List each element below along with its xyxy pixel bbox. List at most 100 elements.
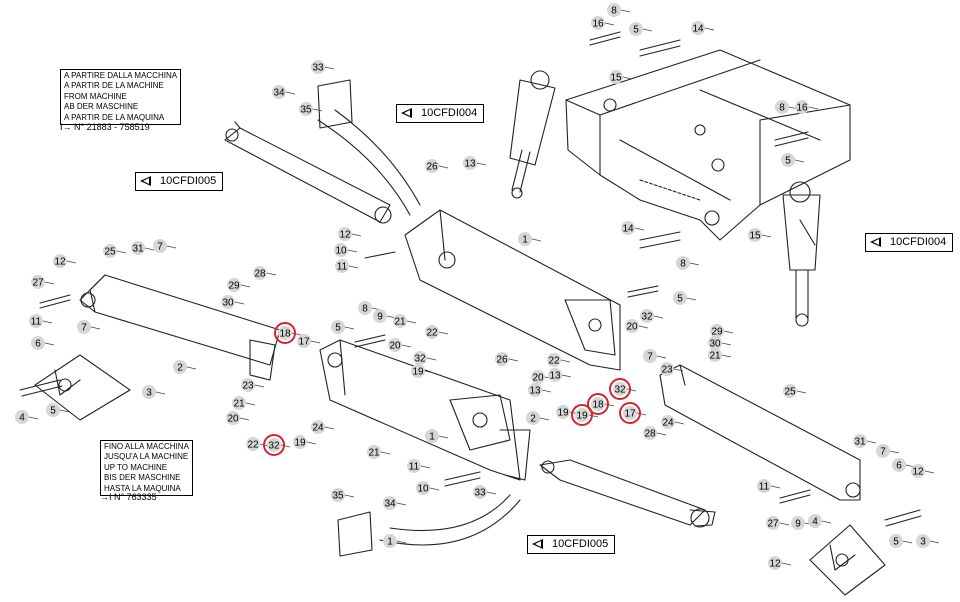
callout-4[interactable]: 4	[808, 514, 822, 528]
callout-1[interactable]: 1	[518, 232, 532, 246]
callout-32[interactable]: 32	[263, 434, 285, 456]
callout-2[interactable]: 2	[526, 411, 540, 425]
callout-21[interactable]: 21	[367, 445, 381, 459]
callout-8[interactable]: 8	[676, 256, 690, 270]
callout-32[interactable]: 32	[640, 309, 654, 323]
callout-5[interactable]: 5	[629, 22, 643, 36]
callout-12[interactable]: 12	[338, 227, 352, 241]
callout-3[interactable]: 3	[142, 385, 156, 399]
callout-32[interactable]: 32	[413, 351, 427, 365]
callout-2[interactable]: 2	[173, 360, 187, 374]
callout-22[interactable]: 22	[547, 353, 561, 367]
callout-11[interactable]: 11	[335, 259, 349, 273]
callout-23[interactable]: 23	[241, 378, 255, 392]
callout-22[interactable]: 22	[246, 437, 260, 451]
callout-25[interactable]: 25	[103, 244, 117, 258]
callout-20[interactable]: 20	[226, 411, 240, 425]
callout-22[interactable]: 22	[425, 325, 439, 339]
callout-number: 13	[549, 371, 561, 382]
callout-5[interactable]: 5	[673, 291, 687, 305]
callout-5[interactable]: 5	[331, 320, 345, 334]
callout-29[interactable]: 29	[710, 324, 724, 338]
callout-27[interactable]: 27	[766, 516, 780, 530]
callout-16[interactable]: 16	[591, 16, 605, 30]
callout-27[interactable]: 27	[31, 275, 45, 289]
callout-13[interactable]: 13	[528, 383, 542, 397]
callout-13[interactable]: 13	[548, 368, 562, 382]
callout-31[interactable]: 31	[853, 434, 867, 448]
callout-6[interactable]: 6	[31, 336, 45, 350]
callout-9[interactable]: 9	[373, 309, 387, 323]
callout-10[interactable]: 10	[416, 481, 430, 495]
ref-box-left[interactable]: 10CFDI005	[135, 172, 224, 191]
callout-14[interactable]: 14	[691, 21, 705, 35]
callout-18[interactable]: 18	[274, 322, 296, 344]
callout-5[interactable]: 5	[781, 153, 795, 167]
callout-25[interactable]: 25	[783, 384, 797, 398]
callout-10[interactable]: 10	[334, 243, 348, 257]
callout-28[interactable]: 28	[253, 266, 267, 280]
callout-24[interactable]: 24	[311, 420, 325, 434]
callout-11[interactable]: 11	[29, 314, 43, 328]
note-line: BIS DER MASCHINE	[104, 473, 181, 483]
callout-21[interactable]: 21	[393, 314, 407, 328]
ref-box-top[interactable]: 10CFDI004	[396, 104, 485, 123]
callout-14[interactable]: 14	[621, 221, 635, 235]
callout-12[interactable]: 12	[53, 254, 67, 268]
callout-9[interactable]: 9	[791, 516, 805, 530]
callout-20[interactable]: 20	[531, 370, 545, 384]
callout-32[interactable]: 32	[609, 378, 631, 400]
callout-8[interactable]: 8	[358, 301, 372, 315]
callout-30[interactable]: 30	[221, 295, 235, 309]
callout-21[interactable]: 21	[232, 396, 246, 410]
callout-6[interactable]: 6	[892, 458, 906, 472]
note-line: FINO ALLA MACCHINA	[104, 442, 189, 451]
callout-17[interactable]: 17	[297, 334, 311, 348]
callout-15[interactable]: 15	[748, 228, 762, 242]
callout-1[interactable]: 1	[425, 429, 439, 443]
ref-box-bottom[interactable]: 10CFDI005	[527, 535, 616, 554]
callout-34[interactable]: 34	[383, 496, 397, 510]
callout-20[interactable]: 20	[625, 319, 639, 333]
callout-24[interactable]: 24	[661, 415, 675, 429]
callout-30[interactable]: 30	[708, 336, 722, 350]
callout-35[interactable]: 35	[299, 102, 313, 116]
callout-5[interactable]: 5	[46, 403, 60, 417]
callout-31[interactable]: 31	[131, 241, 145, 255]
callout-33[interactable]: 33	[473, 485, 487, 499]
callout-29[interactable]: 29	[227, 278, 241, 292]
callout-12[interactable]: 12	[911, 464, 925, 478]
callout-7[interactable]: 7	[876, 444, 890, 458]
callout-13[interactable]: 13	[463, 156, 477, 170]
callout-35[interactable]: 35	[331, 488, 345, 502]
callout-11[interactable]: 11	[407, 459, 421, 473]
callout-33[interactable]: 33	[311, 60, 325, 74]
callout-23[interactable]: 23	[660, 362, 674, 376]
callout-17[interactable]: 17	[619, 402, 641, 424]
callout-20[interactable]: 20	[388, 338, 402, 352]
callout-8[interactable]: 8	[607, 3, 621, 17]
callout-11[interactable]: 11	[757, 479, 771, 493]
callout-26[interactable]: 26	[495, 352, 509, 366]
callout-18[interactable]: 18	[587, 393, 609, 415]
callout-4[interactable]: 4	[15, 410, 29, 424]
callout-12[interactable]: 12	[768, 556, 782, 570]
callout-28[interactable]: 28	[643, 426, 657, 440]
callout-26[interactable]: 26	[425, 159, 439, 173]
callout-7[interactable]: 7	[77, 320, 91, 334]
callout-34[interactable]: 34	[272, 85, 286, 99]
callout-1[interactable]: 1	[383, 534, 397, 548]
ref-box-right[interactable]: 10CFDI004	[865, 233, 954, 252]
callout-8[interactable]: 8	[775, 100, 789, 114]
callout-7[interactable]: 7	[643, 349, 657, 363]
callout-19[interactable]: 19	[556, 405, 570, 419]
callout-15[interactable]: 15	[609, 70, 623, 84]
callout-19[interactable]: 19	[293, 435, 307, 449]
callout-3[interactable]: 3	[916, 534, 930, 548]
callout-7[interactable]: 7	[153, 239, 167, 253]
callout-5[interactable]: 5	[889, 534, 903, 548]
callout-21[interactable]: 21	[708, 348, 722, 362]
callout-16[interactable]: 16	[795, 100, 809, 114]
callout-19[interactable]: 19	[411, 364, 425, 378]
callout-19[interactable]: 19	[571, 404, 593, 426]
